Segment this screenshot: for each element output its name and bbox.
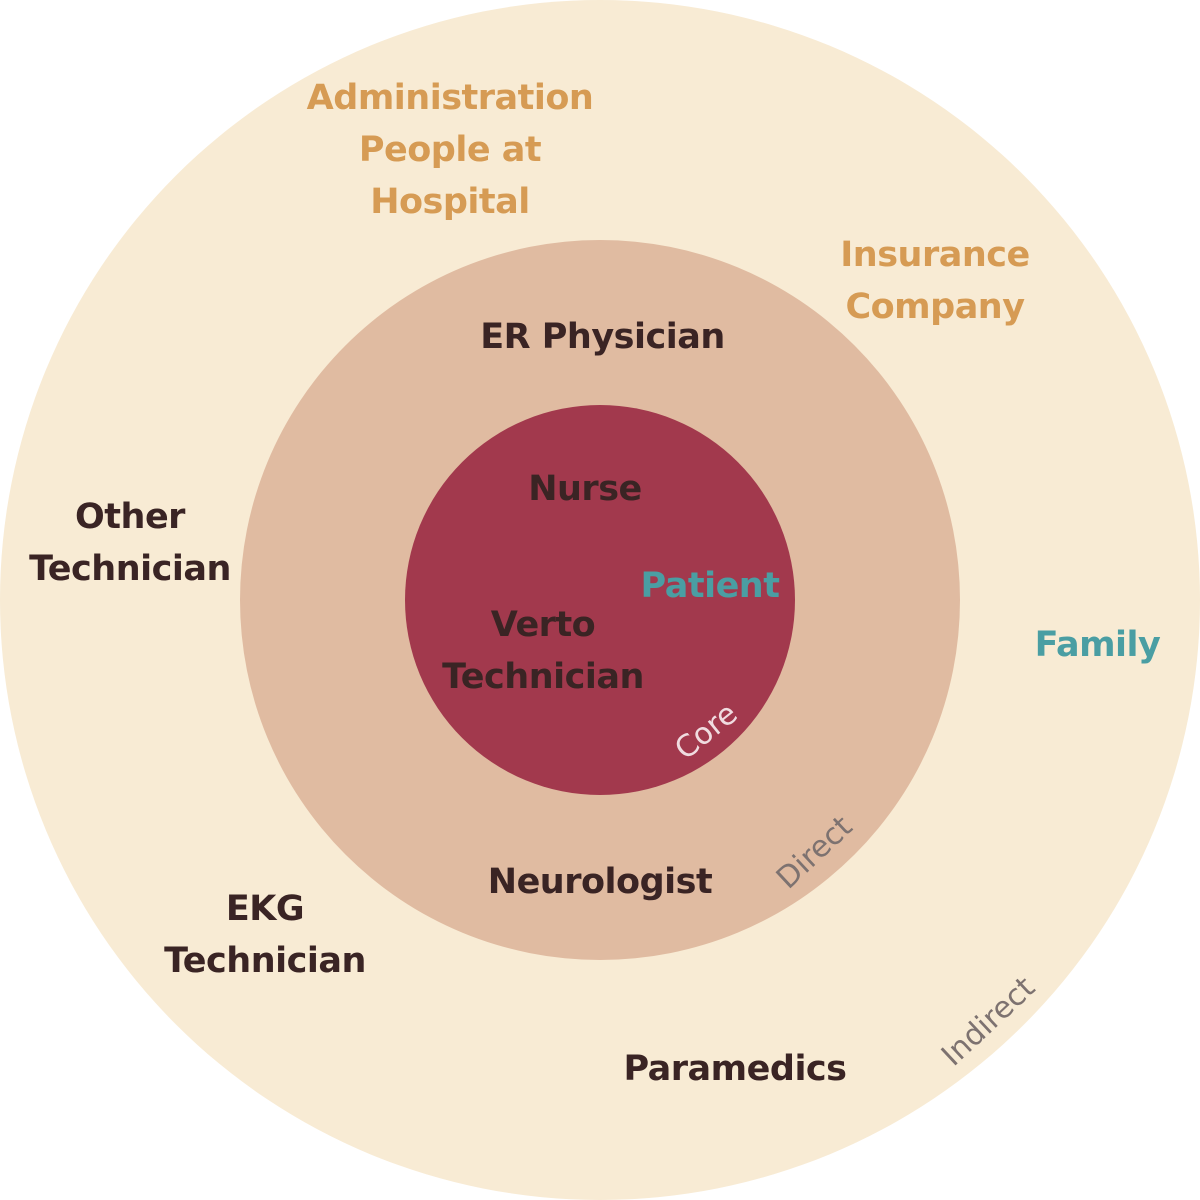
ekg-technician-label: EKG Technician (164, 889, 366, 981)
core-ring (405, 405, 795, 795)
er-physician-label: ER Physician (480, 317, 725, 357)
family-label: Family (1034, 625, 1161, 665)
insurance-company-label: Insurance Company (840, 235, 1030, 327)
administration-label: Administration People at Hospital (306, 78, 594, 222)
other-technician-label: Other Technician (29, 497, 231, 589)
neurologist-label: Neurologist (487, 862, 713, 902)
verto-technician-label: Verto Technician (442, 605, 644, 697)
paramedics-label: Paramedics (623, 1049, 847, 1089)
patient-label: Patient (640, 566, 780, 606)
nurse-label: Nurse (528, 469, 642, 509)
